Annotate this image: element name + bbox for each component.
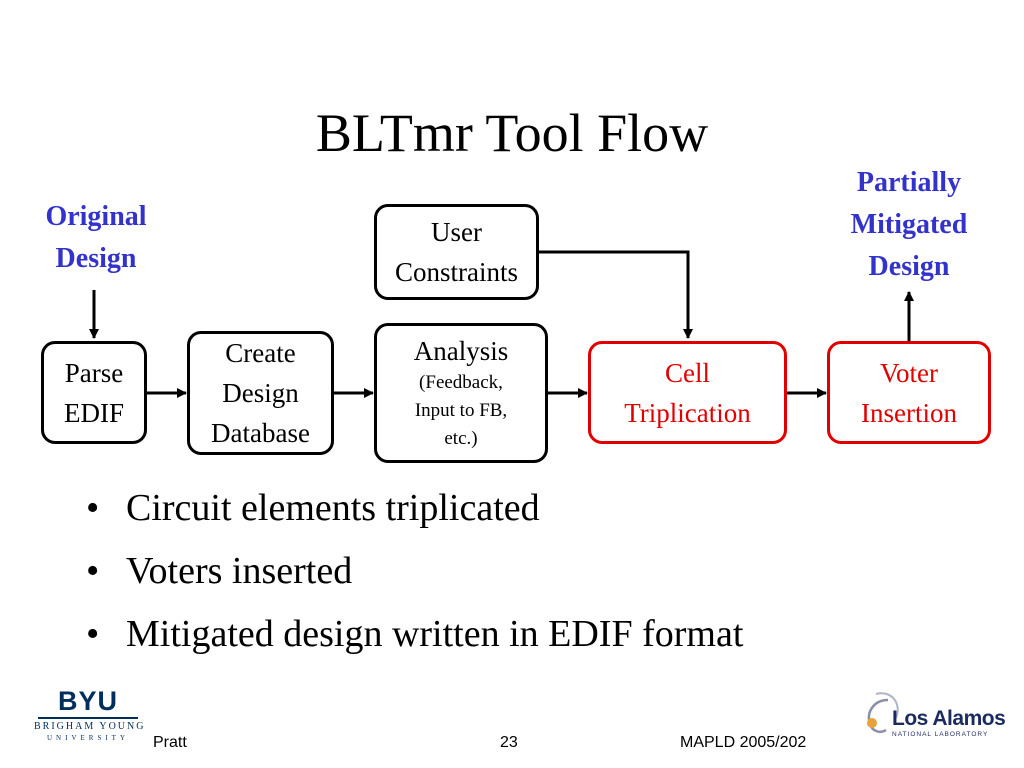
box-text: Voter xyxy=(880,357,938,388)
bullet-text: Mitigated design written in EDIF format xyxy=(126,613,744,655)
box-text: Cell xyxy=(665,357,710,388)
user-constraints-box: User Constraints xyxy=(374,204,539,300)
byu-divider xyxy=(38,717,138,719)
analysis-box: Analysis (Feedback, Input to FB, etc.) xyxy=(374,323,548,463)
bullet-symbol: • xyxy=(86,550,100,592)
box-text: Triplication xyxy=(624,397,751,428)
slide-title: BLTmr Tool Flow xyxy=(315,103,709,163)
bullet-item: • Mitigated design written in EDIF forma… xyxy=(86,612,743,656)
lanl-name: Los Alamos xyxy=(892,707,1006,730)
atom-icon xyxy=(867,692,899,733)
analysis-detail: Input to FB, xyxy=(414,400,508,421)
original-design-line: Design xyxy=(55,243,137,274)
partially-mitigated-design-line: Partially xyxy=(856,167,962,198)
footer-page-number: 23 xyxy=(500,734,518,751)
bullet-text: Circuit elements triplicated xyxy=(126,487,540,529)
byu-subtitle: UNIVERSITY xyxy=(47,734,129,742)
analysis-heading: Analysis xyxy=(413,336,509,366)
los-alamos-logo: Los Alamos NATIONAL LABORATORY xyxy=(862,690,1006,746)
create-design-database-box: Create Design Database xyxy=(187,331,334,455)
partially-mitigated-design-line: Mitigated xyxy=(850,209,968,240)
bullet-item: • Voters inserted xyxy=(86,549,743,593)
original-design-line: Original xyxy=(45,201,147,232)
partially-mitigated-design-line: Design xyxy=(868,251,950,282)
box-text: Create xyxy=(225,338,296,368)
footer-author: Pratt xyxy=(153,734,187,751)
box-text: User xyxy=(431,217,482,247)
box-text: EDIF xyxy=(64,397,124,428)
original-design-label: Original Design xyxy=(30,196,162,280)
lanl-subtitle: NATIONAL LABORATORY xyxy=(892,731,989,738)
analysis-detail: etc.) xyxy=(444,428,478,449)
box-text: Parse xyxy=(64,357,124,388)
byu-mark: BYU xyxy=(57,686,118,716)
analysis-detail: (Feedback, xyxy=(419,372,503,393)
parse-edif-box: Parse EDIF xyxy=(41,341,147,444)
bullet-symbol: • xyxy=(86,613,100,655)
box-text: Insertion xyxy=(861,397,957,428)
voter-insertion-box: Voter Insertion xyxy=(827,341,991,444)
byu-name: BRIGHAM YOUNG xyxy=(34,721,146,732)
footer-conference: MAPLD 2005/202 xyxy=(680,734,807,751)
cell-triplication-box: Cell Triplication xyxy=(588,341,787,444)
bullet-list: • Circuit elements triplicated • Voters … xyxy=(86,486,743,675)
box-text: Design xyxy=(222,378,299,408)
bullet-item: • Circuit elements triplicated xyxy=(86,486,743,530)
arrow-user-constraints-to-cell xyxy=(538,250,693,339)
bullet-symbol: • xyxy=(86,487,100,529)
box-text: Database xyxy=(211,418,310,448)
partially-mitigated-design-label: Partially Mitigated Design xyxy=(830,162,988,288)
byu-logo: BYU BRIGHAM YOUNG UNIVERSITY xyxy=(34,686,146,743)
box-text: Constraints xyxy=(394,257,518,287)
bullet-text: Voters inserted xyxy=(126,550,353,592)
